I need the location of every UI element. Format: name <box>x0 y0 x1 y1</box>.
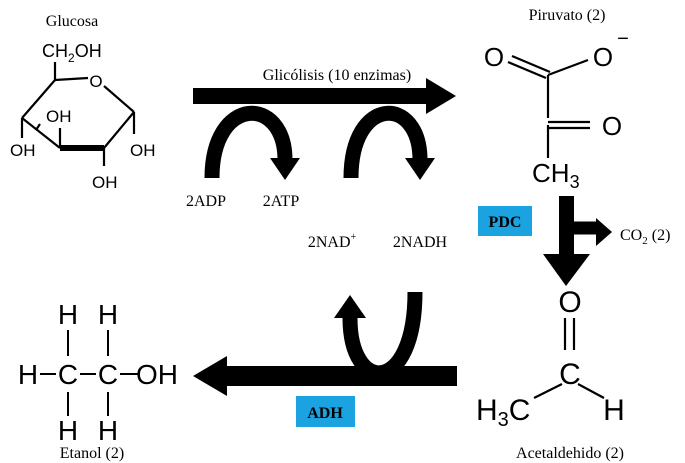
pdc-arrow <box>543 196 612 286</box>
glucose-oh-3: OH <box>130 141 156 160</box>
ethanol-c-2: C <box>98 359 118 390</box>
nadh-label: 2NADH <box>393 234 448 251</box>
pyruvate-ch3: CH3 <box>532 158 580 192</box>
acetaldehyde-hydrogen: H <box>603 394 625 427</box>
acetaldehyde-label: Acetaldehido (2) <box>516 445 624 462</box>
atp-label: 2ATP <box>263 193 300 210</box>
glucose-label: Glucosa <box>46 13 98 30</box>
pyruvate-oxygen-2: O <box>593 42 613 72</box>
adh-label: ADH <box>307 405 343 422</box>
pyruvate-oxygen-3: O <box>602 111 622 141</box>
glycolysis-label: Glicólisis (10 enzimas) <box>263 67 411 84</box>
pyruvate-oxygen-1: O <box>484 42 504 72</box>
ethanol-c-1: C <box>58 359 78 390</box>
pyruvate-bonds <box>507 54 590 158</box>
ethanol-label: Etanol (2) <box>60 445 124 462</box>
ethanol-h-left: H <box>18 359 38 390</box>
glucose-ch2oh: CH2OH <box>42 41 102 65</box>
acetaldehyde-bonds <box>533 318 605 399</box>
glucose-oh-1: OH <box>10 141 36 160</box>
ethanol-h-bottom-1: H <box>58 415 78 446</box>
glucose-oh-2: OH <box>46 107 72 126</box>
co2-label: CO2 (2) <box>620 227 670 247</box>
adh-enzyme-badge: ADH <box>296 396 355 427</box>
ethanol-bonds <box>40 330 138 416</box>
acetaldehyde-oxygen: O <box>558 286 581 319</box>
pdc-enzyme-badge: PDC <box>478 206 532 236</box>
ethanol-h-top-1: H <box>58 299 78 330</box>
ethanol-h-bottom-2: H <box>98 415 118 446</box>
pdc-label: PDC <box>489 214 522 231</box>
glucose-oh-4: OH <box>92 173 118 192</box>
glucose-ring <box>20 62 136 166</box>
pyruvate-molecule: Piruvato (2) O O − O CH3 <box>484 7 629 192</box>
adp-label: 2ADP <box>186 193 226 210</box>
glucose-ring-oxygen: O <box>89 72 102 91</box>
adh-arrow <box>193 356 457 396</box>
adp-atp-curved-arrow <box>204 105 300 180</box>
ethanol-h-top-2: H <box>98 299 118 330</box>
ethanol-molecule: H H H C C OH H H Etanol (2) <box>18 299 178 462</box>
acetaldehyde-molecule: O C H3C H Acetaldehido (2) <box>476 286 625 462</box>
pyruvate-label: Piruvato (2) <box>529 7 606 24</box>
nadh-nad-curved-arrow <box>334 291 423 381</box>
glycolysis-arrow: Glicólisis (10 enzimas) <box>193 67 456 114</box>
acetaldehyde-h3c: H3C <box>476 394 530 431</box>
pyruvate-charge: − <box>617 28 629 50</box>
nad-nadh-curved-arrow <box>343 105 435 180</box>
glucose-molecule: Glucosa CH2OH O OH OH OH OH <box>10 13 156 192</box>
nad-label: 2NAD+ <box>308 232 357 251</box>
acetaldehyde-carbon: C <box>559 358 581 391</box>
ethanol-oh: OH <box>136 359 178 390</box>
